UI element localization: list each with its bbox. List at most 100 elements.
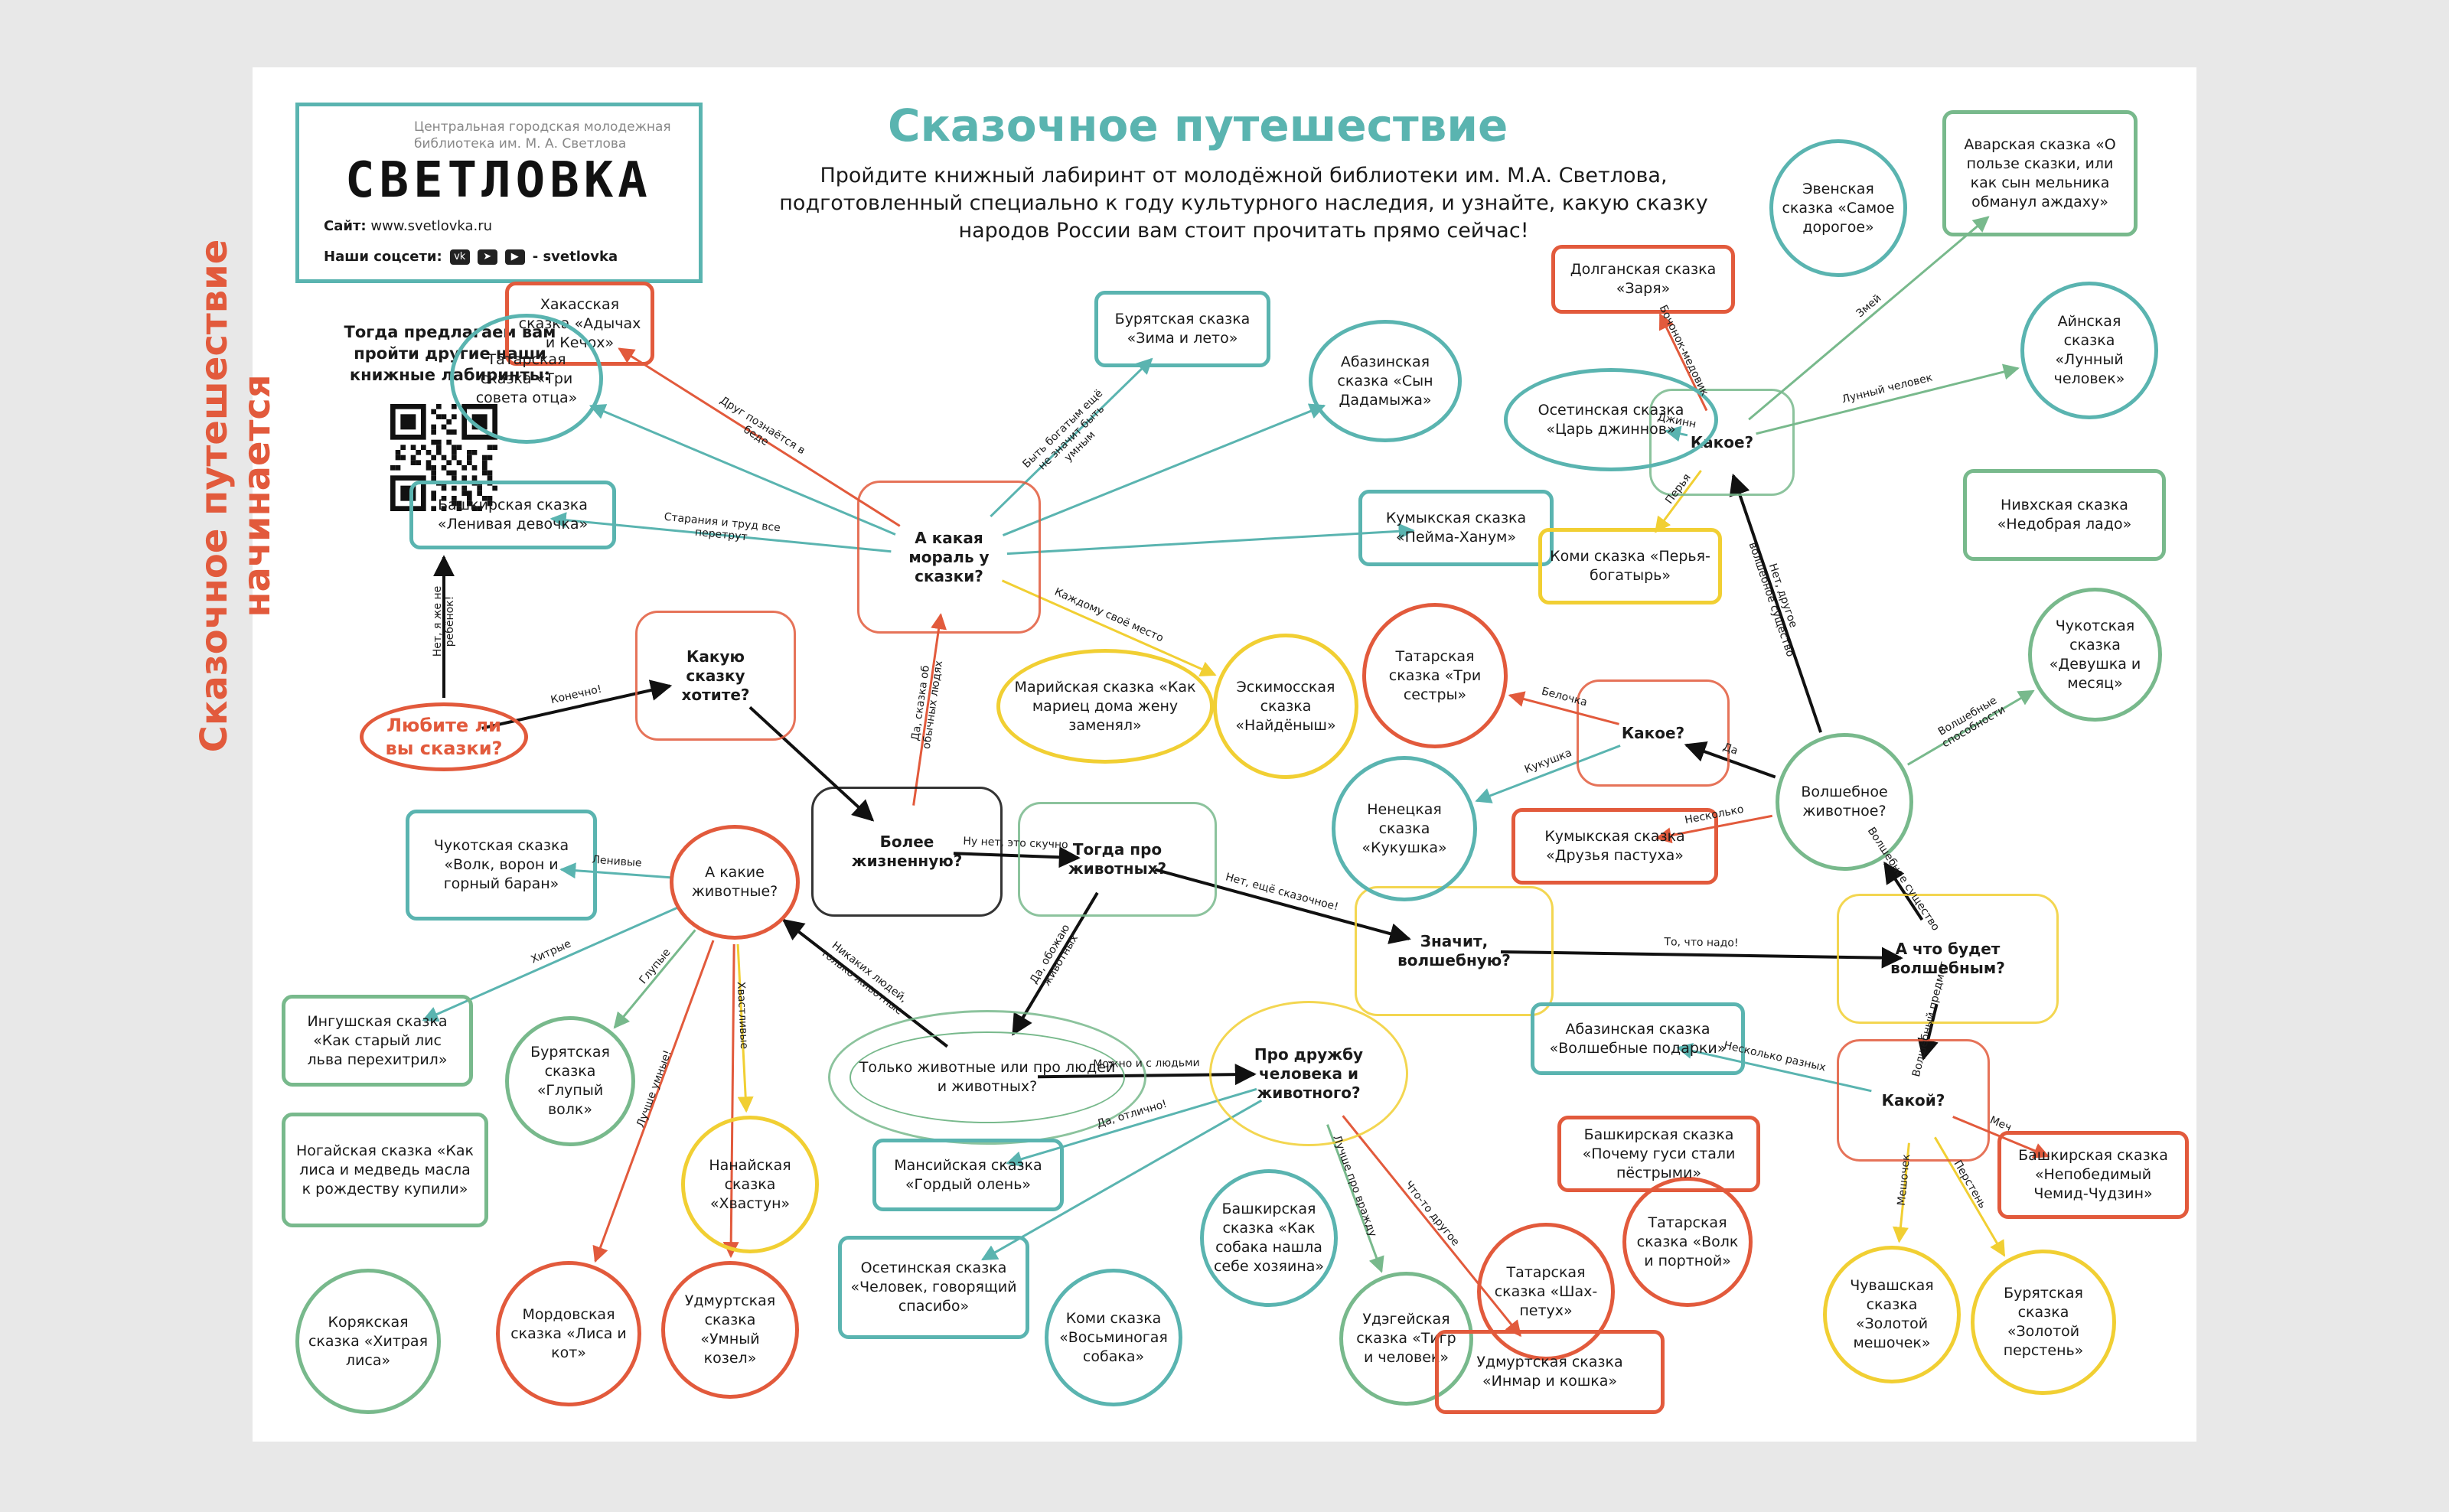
node-text: Какое? — [1621, 723, 1685, 742]
node-text: Айнская сказка «Лунный человек» — [2053, 313, 2125, 387]
youtube-icon[interactable]: ▶ — [504, 249, 525, 265]
fairy-tale-node[interactable]: Мордовская сказка «Лиса и кот» — [496, 1261, 641, 1406]
fairy-tale-node[interactable]: Ингушская сказка «Как старый лис льва пе… — [282, 995, 473, 1087]
node-text: Мансийская сказка «Гордый олень» — [894, 1156, 1042, 1193]
fairy-tale-node[interactable]: Аварская сказка «О пользе сказки, или ка… — [1942, 110, 2138, 236]
node-text: Абазинская сказка «Сын Дадамыжа» — [1337, 353, 1433, 409]
node-text: Более жизненную? — [851, 833, 963, 870]
social-label: Наши соцсети: — [324, 249, 442, 265]
fairy-tale-node[interactable]: Татарская сказка «Волк и портной» — [1622, 1177, 1753, 1307]
fairy-tale-node[interactable]: Башкирская сказка «Почему гуси стали пёс… — [1557, 1116, 1760, 1192]
node-text: Бурятская сказка «Золотой перстень» — [2003, 1285, 2084, 1359]
node-text: Коми сказка «Восьминогая собака» — [1059, 1309, 1168, 1365]
question-node-only[interactable]: Только животные или про людей и животных… — [828, 1010, 1146, 1145]
fairy-tale-node[interactable]: Кумыкская сказка «Пейма-Ханум» — [1358, 490, 1554, 566]
fairy-tale-node[interactable]: Бурятская сказка «Зима и лето» — [1094, 291, 1270, 367]
connector-moral-r1 — [618, 347, 901, 527]
fairy-tale-node[interactable]: Коми сказка «Перья-богатырь» — [1538, 528, 1722, 604]
poster-sheet: Центральная городская молодежная библиот… — [193, 67, 2196, 1442]
node-text: Корякская сказка «Хитрая лиса» — [308, 1313, 429, 1369]
fairy-tale-node[interactable]: Осетинская сказка «Царь джиннов» — [1504, 368, 1718, 471]
question-node-start[interactable]: Любите ли вы сказки? — [360, 702, 528, 771]
node-text: Кумыкская сказка «Пейма-Ханум» — [1385, 510, 1527, 546]
fairy-tale-node[interactable]: Татарская сказка «Три совета отца» — [450, 314, 603, 444]
fairy-tale-node[interactable]: Кумыкская сказка «Друзья пастуха» — [1511, 808, 1718, 885]
connector-kakoe2-r35 — [1655, 470, 1702, 533]
fairy-tale-node[interactable]: Айнская сказка «Лунный человек» — [2020, 282, 2158, 419]
node-text: Бурятская сказка «Глупый волк» — [530, 1044, 610, 1118]
node-text: Башкирская сказка «Непобедимый Чемид-Чуд… — [2018, 1147, 2168, 1202]
question-node-vzhivotnoe[interactable]: Волшебное животное? — [1776, 733, 1913, 871]
fairy-tale-node[interactable]: Мансийская сказка «Гордый олень» — [872, 1139, 1064, 1211]
question-node-druzhba[interactable]: Про дружбу человека и животного? — [1209, 1001, 1408, 1146]
node-text: Нанайская сказка «Хвастун» — [709, 1156, 791, 1212]
connector-moral-r4 — [990, 357, 1153, 517]
node-text: Башкирская сказка «Ленивая девочка» — [437, 497, 589, 533]
fairy-tale-node[interactable]: Татарская сказка «Шах-петух» — [1477, 1223, 1615, 1360]
connector-vzhivotnoe-kakoe2 — [1729, 473, 1822, 733]
node-text: Удмуртская сказка «Инмар и кошка» — [1476, 1354, 1623, 1390]
fairy-tale-node[interactable]: Эскимосская сказка «Найдёныш» — [1213, 634, 1358, 779]
fairy-tale-node[interactable]: Бурятская сказка «Золотой перстень» — [1971, 1250, 2116, 1395]
fairy-tale-node[interactable]: Башкирская сказка «Непобедимый Чемид-Чуд… — [1997, 1131, 2189, 1219]
fairy-tale-node[interactable]: Нивхская сказка «Недобрая ладо» — [1963, 469, 2166, 561]
fairy-tale-node[interactable]: Башкирская сказка «Ленивая девочка» — [409, 481, 616, 549]
fairy-tale-node[interactable]: Абазинская сказка «Волшебные подарки» — [1531, 1002, 1745, 1075]
fairy-tale-node[interactable]: Удмуртская сказка «Инмар и кошка» — [1435, 1330, 1665, 1414]
question-node-volsheb[interactable]: А что будет волшебным? — [1837, 894, 2059, 1024]
site-line: Сайт: www.svetlovka.ru — [324, 218, 492, 234]
fairy-tale-node[interactable]: Марийская сказка «Как мариец дома жену з… — [996, 649, 1214, 764]
fairy-tale-node[interactable]: Ненецкая сказка «Кукушка» — [1332, 756, 1477, 901]
fairy-tale-node[interactable]: Башкирская сказка «Как собака нашла себе… — [1200, 1169, 1338, 1307]
node-text: Только животные или про людей и животных… — [859, 1059, 1116, 1095]
node-text: Марийская сказка «Как мариец дома жену з… — [1014, 678, 1196, 734]
vk-icon[interactable]: vk — [449, 249, 470, 265]
question-node-kakuyu[interactable]: Какую сказку хотите? — [635, 611, 796, 741]
connector-moral-r5 — [1002, 403, 1326, 536]
connector-druzhba-r17 — [1006, 1087, 1257, 1167]
fairy-tale-node[interactable]: Коми сказка «Восьминогая собака» — [1045, 1269, 1182, 1406]
fairy-tale-node[interactable]: Эвенская сказка «Самое дорогое» — [1769, 139, 1907, 277]
question-node-pro[interactable]: Тогда про животных? — [1018, 802, 1217, 917]
fairy-tale-node[interactable]: Чукотская сказка «Девушка и месяц» — [2028, 588, 2162, 722]
connector-animals-r11 — [613, 929, 696, 1029]
node-text: Бурятская сказка «Зима и лето» — [1114, 311, 1251, 347]
site-url[interactable]: www.svetlovka.ru — [370, 218, 493, 234]
node-text: Осетинская сказка «Человек, говорящий сп… — [850, 1259, 1017, 1315]
connector-kakoe2-r37 — [1748, 216, 1990, 421]
connector-kakuyu-bolee — [748, 705, 875, 822]
node-text: Абазинская сказка «Волшебные подарки» — [1549, 1020, 1727, 1057]
node-text: Про дружбу человека и животного? — [1254, 1044, 1364, 1102]
vertical-title: Сказочное путешествие начинается — [193, 239, 279, 753]
fairy-tale-node[interactable]: Бурятская сказка «Глупый волк» — [505, 1016, 635, 1146]
node-text: Какую сказку хотите? — [681, 647, 750, 704]
fairy-tale-node[interactable]: Корякская сказка «Хитрая лиса» — [295, 1269, 441, 1414]
connector-animals-r13 — [736, 943, 754, 1113]
connector-moral-r3 — [549, 512, 892, 553]
connector-volsheb-kakoy — [1917, 1003, 1939, 1061]
telegram-icon[interactable]: ➤ — [477, 249, 497, 265]
node-text: А какая мораль у сказки? — [908, 528, 990, 585]
fairy-tale-node[interactable]: Чувашская сказка «Золотой мешочек» — [1823, 1246, 1961, 1383]
fairy-tale-node[interactable]: Осетинская сказка «Человек, говорящий сп… — [838, 1236, 1029, 1339]
node-text: Какой? — [1881, 1090, 1945, 1110]
fairy-tale-node[interactable]: Нанайская сказка «Хвастун» — [681, 1116, 819, 1253]
question-node-znachit[interactable]: Значит, волшебную? — [1355, 886, 1554, 1016]
node-text: Чукотская сказка «Девушка и месяц» — [2049, 617, 2141, 692]
question-node-moral[interactable]: А какая мораль у сказки? — [857, 481, 1041, 634]
qr-code-icon[interactable] — [390, 404, 497, 511]
library-subtitle: Центральная городская молодежная библиот… — [414, 119, 671, 152]
fairy-tale-node[interactable]: Чукотская сказка «Волк, ворон и горный б… — [406, 810, 597, 921]
question-node-animals[interactable]: А какие животные? — [670, 825, 800, 940]
node-text: Эвенская сказка «Самое дорогое» — [1782, 180, 1895, 236]
edge-label: Можно и с людьми — [1092, 1056, 1200, 1070]
fairy-tale-node[interactable]: Ногайская сказка «Как лиса и медведь мас… — [282, 1113, 488, 1227]
fairy-tale-node[interactable]: Долганская сказка «Заря» — [1551, 245, 1735, 314]
connector-moral-r2 — [589, 404, 896, 536]
fairy-tale-node[interactable]: Абазинская сказка «Сын Дадамыжа» — [1309, 320, 1462, 442]
fairy-tale-node[interactable]: Татарская сказка «Три сестры» — [1362, 603, 1508, 748]
connector-only-animals — [781, 918, 948, 1048]
question-node-bolee[interactable]: Более жизненную? — [811, 787, 1003, 917]
connector-animals-r9 — [559, 862, 673, 879]
fairy-tale-node[interactable]: Удмуртская сказка «Умный козел» — [661, 1261, 799, 1399]
